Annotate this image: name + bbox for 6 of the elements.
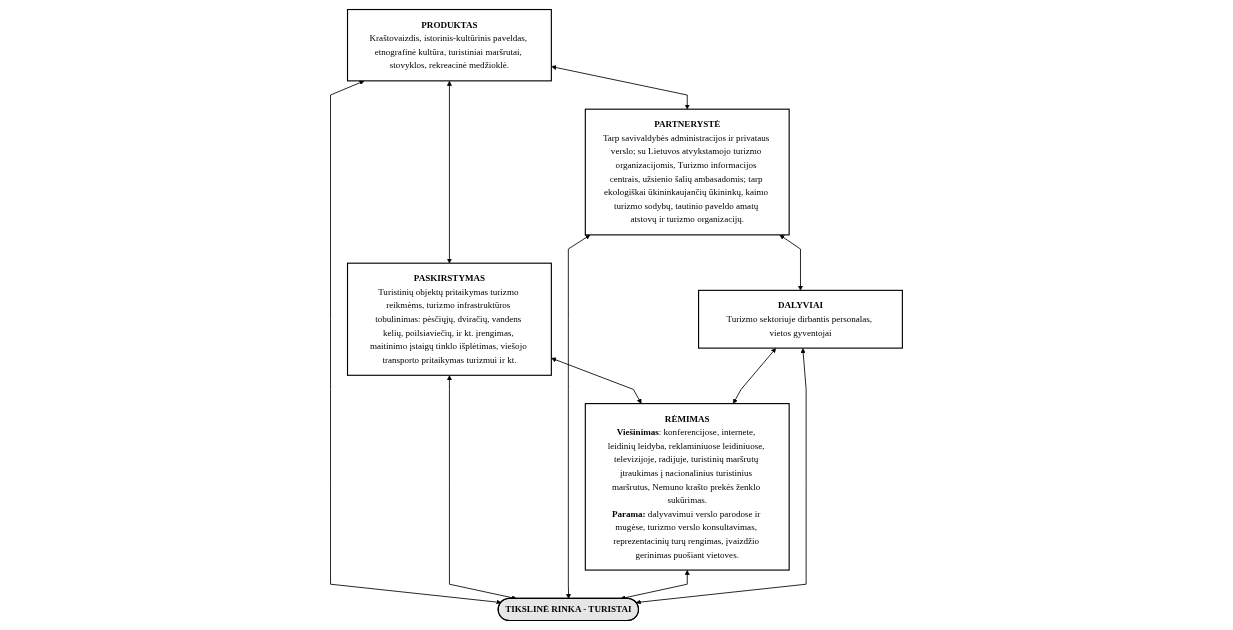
flowchart-diagram: PRODUKTAS Kraštovaizdis, istorinis-kultūrinis paveldas, etnografinė kultūra, turistiniai maršrutai, stovyklos, rekreacinė medžioklė. PASKIRSTYMAS Turistinių objektų pritaikymas turizmo reikmėms, turizmo infrastruktūros tobulinimas: pėsčiųjų, dviračių, vandens kelių, poilsiaviečių, ir kt. įrengimas, maitinimo įstaigų tinklo išplėtimas, viešojo transporto pritaikymas turizmui ir kt. PARTNERYSTĖ Tarp savivaldybės administracijos ir privataus verslo; su Lietuvos atvykstamojo turizmo organizacijomis, Turizmo informacijos centrais, užsienio šalių ambasadomis; tarp ekologiškai ūkininkaujančių ūkininkų, kaimo turizmo sodybų, tautinio paveldo amatų atstovų ir turizmo organizacijų. TIKSLINĖ RINKA - TURISTAI RĖMIMAS Viešinimas: konferencijose, internete, leidinių leidyba, reklaminiuose leidiniuose, televizijoje, radijuje, turistinių maršrutų įtraukimas į nacionalinius turistinius maršrutus, Nemuno krašto prekės ženklo sukūrimas. Parama: dalyvavimui verslo parodose ir mugėse, turizmo verslo konsultavimas, reprezentacinių turų rengimas, įvaizdžio gerinimas puošiant vietoves. DALYVIAI Turizmo sektoriuje dirbantis personalas, vietos gyventojai [326,5,907,625]
node-box [347,8,552,82]
node-box [347,262,552,376]
node-box [584,403,790,571]
node-box [584,108,790,236]
node-box [698,289,903,349]
